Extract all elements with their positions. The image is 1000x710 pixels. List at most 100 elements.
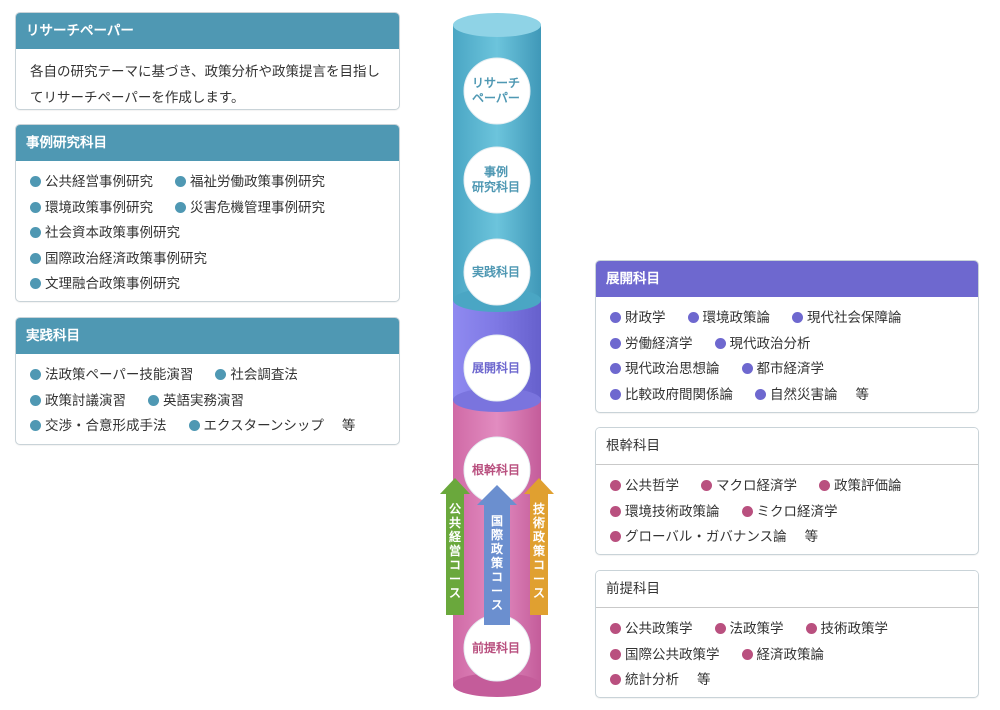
arrow-technology-policy	[524, 478, 554, 615]
list-row: 環境技術政策論ミクロ経済学	[610, 500, 978, 526]
arrow-international-policy	[477, 485, 517, 625]
list-item: 公共哲学	[610, 474, 679, 500]
box-core: 根幹科目 公共哲学マクロ経済学政策評価論環境技術政策論ミクロ経済学グローバル・ガ…	[595, 427, 979, 555]
list-item: 現代社会保障論	[792, 306, 902, 332]
bullet-icon	[148, 394, 159, 406]
list-item-label: 財政学	[625, 310, 666, 326]
list-item: 災害危機管理事例研究	[175, 196, 325, 222]
list-item-label: グローバル・ガバナンス論	[625, 529, 787, 545]
course-label-international-policy: 国際政策コース	[490, 514, 503, 612]
list-item: 自然災害論	[755, 383, 838, 409]
bullet-icon	[30, 420, 41, 431]
list-item-label: 都市経済学	[756, 361, 825, 377]
item-list: 公共経営事例研究 福祉労働政策事例研究環境政策事例研究 災害危機管理事例研究社会資本…	[16, 161, 399, 298]
stage-label-advanced: 展開科目	[471, 361, 520, 375]
stage-label-research-paper: リサーチ ペーパー	[471, 76, 520, 105]
list-item: 都市経済学	[741, 357, 825, 383]
list-row: 比較政府間関係論自然災害論等	[610, 383, 978, 409]
list-item-label: 公共経営事例研究	[45, 174, 153, 190]
list-item: エクスターンシップ	[188, 414, 324, 440]
list-row: 公共哲学マクロ経済学政策評価論	[610, 474, 978, 500]
list-item-label: 環境政策事例研究	[45, 199, 153, 216]
list-item: 環境政策事例研究	[30, 196, 153, 222]
list-item-label: 公共政策学	[625, 621, 693, 637]
box-title: 実践科目	[16, 318, 399, 354]
list-item: 政策評価論	[819, 474, 902, 500]
stage-oval	[463, 334, 531, 402]
list-item-label: 公共哲学	[625, 478, 679, 494]
list-item-label: 英語実務演習	[163, 392, 244, 409]
bullet-icon	[714, 337, 726, 349]
list-item: 現代政治分析	[714, 332, 811, 358]
stage-oval	[463, 238, 531, 306]
list-item: 福祉労働政策事例研究	[175, 170, 325, 196]
list-row: 現代政治思想論 都市経済学	[610, 357, 978, 383]
list-item: グローバル・ガバナンス論	[610, 525, 787, 551]
list-row: 統計分析 等	[610, 668, 978, 694]
list-row: 法政策ペーパー技能演習 社会調査法	[30, 363, 399, 389]
list-row: 政策討議演習 英語実務演習	[30, 389, 399, 415]
course-label-public-management: 公共経営コース	[448, 502, 461, 600]
list-item-label: 現代政治分析	[729, 335, 811, 352]
bullet-icon	[610, 623, 621, 634]
list-row: 財政学環境政策論現代社会保障論	[610, 306, 978, 332]
list-item-label: 政策討議演習	[45, 392, 126, 409]
list-row: 国際政治経済政策事例研究	[30, 247, 399, 273]
etc-suffix: 等	[697, 672, 711, 688]
list-item-label: 国際政治経済政策事例研究	[45, 250, 207, 267]
bullet-icon	[30, 201, 41, 213]
list-item: 比較政府間関係論	[610, 383, 733, 409]
bullet-icon	[741, 505, 753, 517]
list-item-label: 社会資本政策事例研究	[45, 225, 180, 241]
list-item: 公共政策学	[610, 617, 693, 643]
box-title: 根幹科目	[596, 428, 978, 465]
bullet-icon	[610, 388, 621, 400]
bullet-icon	[687, 312, 699, 323]
bullet-icon	[819, 480, 830, 491]
bullet-icon	[30, 252, 41, 264]
list-item: 統計分析	[610, 668, 679, 694]
item-list: 財政学環境政策論現代社会保障論労働経済学 現代政治分析現代政治思想論 都市経済学比較…	[596, 297, 978, 408]
bullet-icon	[215, 369, 227, 380]
list-item-label: 経済政策論	[756, 646, 825, 663]
list-item: 労働経済学	[610, 332, 693, 358]
list-item-label: 福祉労働政策事例研究	[190, 174, 325, 190]
bullet-icon	[30, 369, 41, 380]
bullet-icon	[610, 337, 621, 349]
box-basic: 前提科目 公共政策学法政策学技術政策学国際公共政策学経済政策論統計分析等	[595, 570, 979, 698]
list-item: 社会調査法	[215, 363, 298, 389]
course-label-technology-policy: 技術政策コース	[532, 502, 545, 600]
list-item-label: 災害危機管理事例研究	[190, 199, 325, 216]
list-item: 現代政治思想論	[610, 357, 720, 383]
list-item: 社会資本政策事例研究	[30, 221, 180, 247]
list-item-label: 環境技術政策論	[625, 503, 720, 520]
box-description: 各自の研究テーマに基づき、政策分析や政策提言を目指してリサーチペーパーを作成しま…	[30, 64, 381, 106]
list-item-label: 法政策ペーパー技能演習	[45, 367, 194, 383]
bullet-icon	[792, 312, 803, 323]
bullet-icon	[175, 176, 186, 187]
list-item-label: 交渉・合意形成手法	[45, 418, 167, 434]
list-item-label: 社会調査法	[230, 367, 298, 383]
bullet-icon	[175, 201, 186, 213]
list-item-label: 文理融合政策事例研究	[45, 276, 180, 292]
bullet-icon	[701, 480, 712, 491]
list-row: 環境政策事例研究 災害危機管理事例研究	[30, 196, 399, 222]
stage-label-core: 根幹科目	[471, 463, 520, 477]
list-item-label: 技術政策学	[820, 621, 889, 637]
bullet-icon	[805, 623, 817, 634]
list-row: 交渉・合意形成手法 エクスターンシップ 等	[30, 414, 399, 440]
bullet-icon	[610, 648, 621, 660]
list-item-label: 労働経済学	[625, 335, 693, 352]
bullet-icon	[755, 388, 766, 400]
list-item-label: 法政策学	[729, 621, 784, 637]
arrow-public-management	[440, 478, 470, 615]
bullet-icon	[610, 363, 621, 374]
list-item-label: 統計分析	[625, 672, 679, 688]
etc-suffix: 等	[341, 418, 356, 434]
etc-suffix: 等	[804, 529, 819, 545]
list-item-label: 現代政治思想論	[625, 361, 720, 377]
list-item: 財政学	[610, 306, 666, 332]
box-practice: 実践科目 法政策ペーパー技能演習 社会調査法政策討議演習 英語実務演習交渉・合意形成…	[15, 317, 400, 445]
list-item-label: 国際公共政策学	[625, 646, 720, 663]
